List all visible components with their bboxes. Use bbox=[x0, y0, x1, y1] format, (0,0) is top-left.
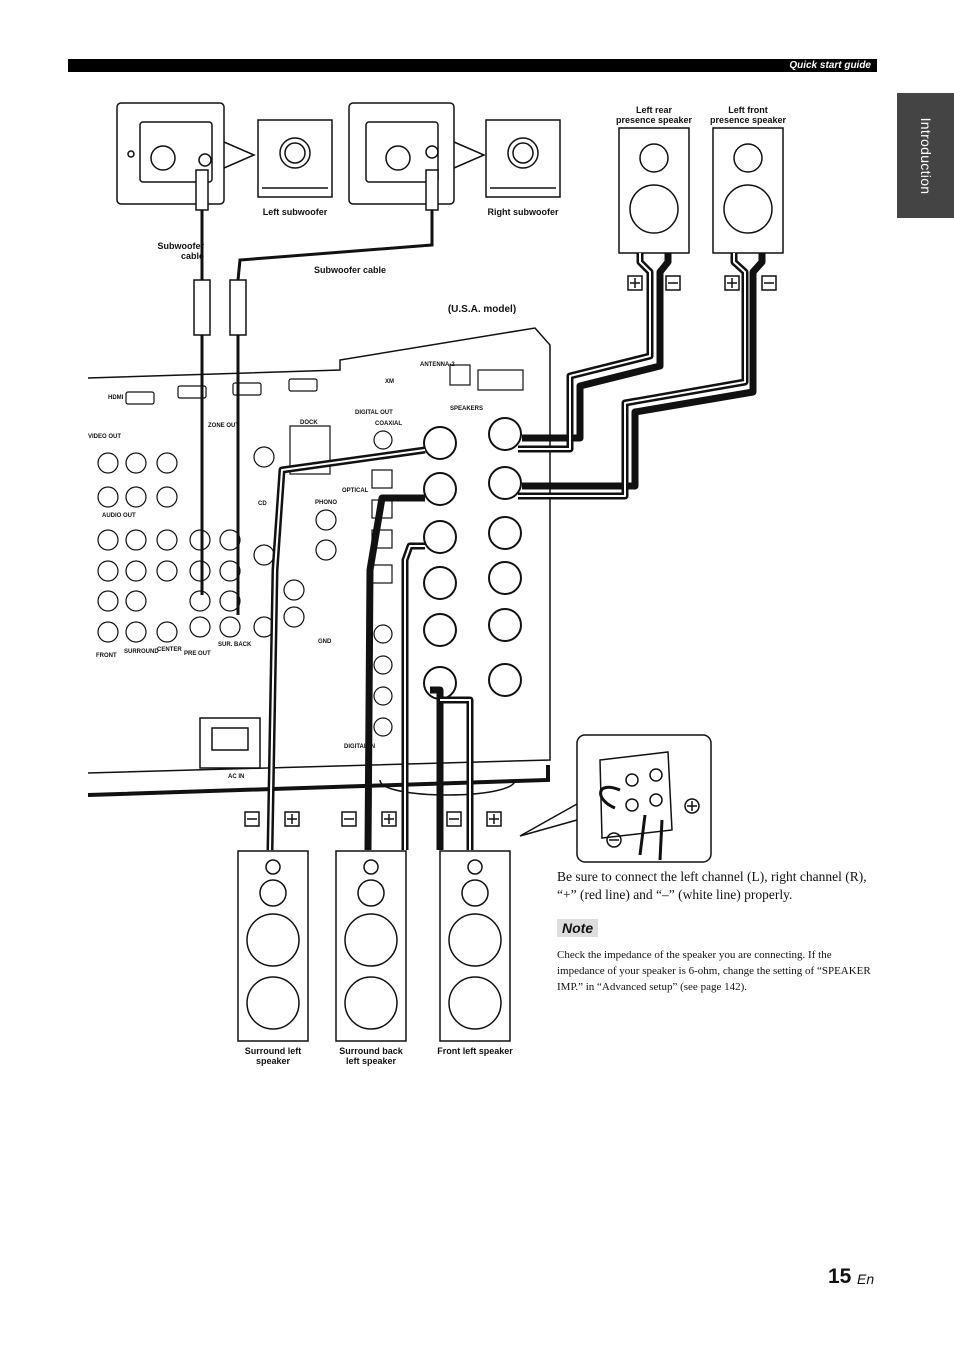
front-left-speaker bbox=[439, 850, 511, 1042]
subwoofer-cable-label-right: Subwoofer cable bbox=[313, 265, 386, 275]
subwoofer-cables bbox=[193, 169, 439, 615]
side-tab: Introduction bbox=[897, 93, 954, 218]
left-rear-presence-speaker bbox=[618, 127, 690, 254]
panel-label-cd: CD bbox=[258, 501, 267, 507]
header-bar: Quick start guide bbox=[68, 59, 877, 72]
panel-label-digital-out: DIGITAL OUT bbox=[355, 410, 393, 416]
panel-label-audio-out: AUDIO OUT bbox=[102, 513, 136, 519]
left-front-presence-speaker bbox=[712, 127, 784, 254]
panel-label-front: FRONT bbox=[96, 653, 117, 659]
panel-label-surround: SURROUND bbox=[124, 649, 159, 655]
panel-label-coaxial: COAXIAL bbox=[375, 421, 402, 427]
header-section-title: Quick start guide bbox=[789, 60, 871, 71]
floor-speaker-terminal-signs bbox=[244, 811, 502, 827]
left-subwoofer-label: Left subwoofer bbox=[262, 207, 328, 217]
surround-left-label: Surround left speaker bbox=[244, 1046, 302, 1066]
right-subwoofer bbox=[485, 119, 561, 198]
panel-label-phono: PHONO bbox=[315, 500, 337, 506]
surround-back-left-speaker bbox=[335, 850, 407, 1042]
panel-label-ac-in: AC IN bbox=[228, 774, 244, 780]
panel-label-xm: XM bbox=[385, 379, 394, 385]
panel-label-sur-back: SUR. BACK bbox=[218, 642, 252, 648]
panel-label-gnd: GND bbox=[318, 639, 332, 645]
note-text: Check the impedance of the speaker you a… bbox=[557, 949, 871, 993]
usa-model-label: (U.S.A. model) bbox=[447, 304, 517, 315]
note-heading: Note bbox=[557, 919, 599, 937]
subwoofer-cable-label-left: Subwoofer cable bbox=[157, 241, 205, 261]
panel-label-center: CENTER bbox=[157, 647, 182, 653]
panel-label-speakers: SPEAKERS bbox=[450, 406, 483, 412]
presence-terminal-signs bbox=[627, 275, 777, 291]
right-subwoofer-label: Right subwoofer bbox=[487, 207, 559, 217]
left-rear-presence-label: Left rear presence speaker bbox=[615, 105, 693, 125]
surround-back-left-label: Surround back left speaker bbox=[339, 1046, 403, 1066]
receiver-rear-panel bbox=[87, 327, 551, 797]
panel-label-dock: DOCK bbox=[300, 420, 318, 426]
front-left-label: Front left speaker bbox=[437, 1046, 513, 1056]
connection-instruction: Be sure to connect the left channel (L),… bbox=[557, 869, 867, 902]
panel-label-optical: OPTICAL bbox=[342, 488, 369, 494]
panel-label-video-out: VIDEO OUT bbox=[88, 434, 121, 440]
left-front-presence-label: Left front presence speaker bbox=[709, 105, 787, 125]
left-subwoofer bbox=[257, 119, 333, 198]
panel-labels: HDMI VIDEO OUT AUDIO OUT ZONE OUT DOCK X… bbox=[88, 362, 483, 780]
panel-label-antenna: ANTENNA-2 bbox=[420, 362, 455, 368]
page-number: 15 bbox=[828, 1265, 852, 1288]
page-language: En bbox=[857, 1271, 875, 1287]
surround-left-speaker bbox=[237, 850, 309, 1042]
left-subwoofer-panel-callout bbox=[116, 102, 256, 205]
panel-label-hdmi: HDMI bbox=[108, 395, 124, 401]
connector-closeup-callout bbox=[519, 734, 712, 863]
panel-label-zone-out: ZONE OUT bbox=[208, 423, 239, 429]
right-subwoofer-panel-callout bbox=[348, 102, 486, 205]
panel-label-digital-in: DIGITAL IN bbox=[344, 744, 375, 750]
panel-label-pre-out: PRE OUT bbox=[184, 651, 211, 657]
